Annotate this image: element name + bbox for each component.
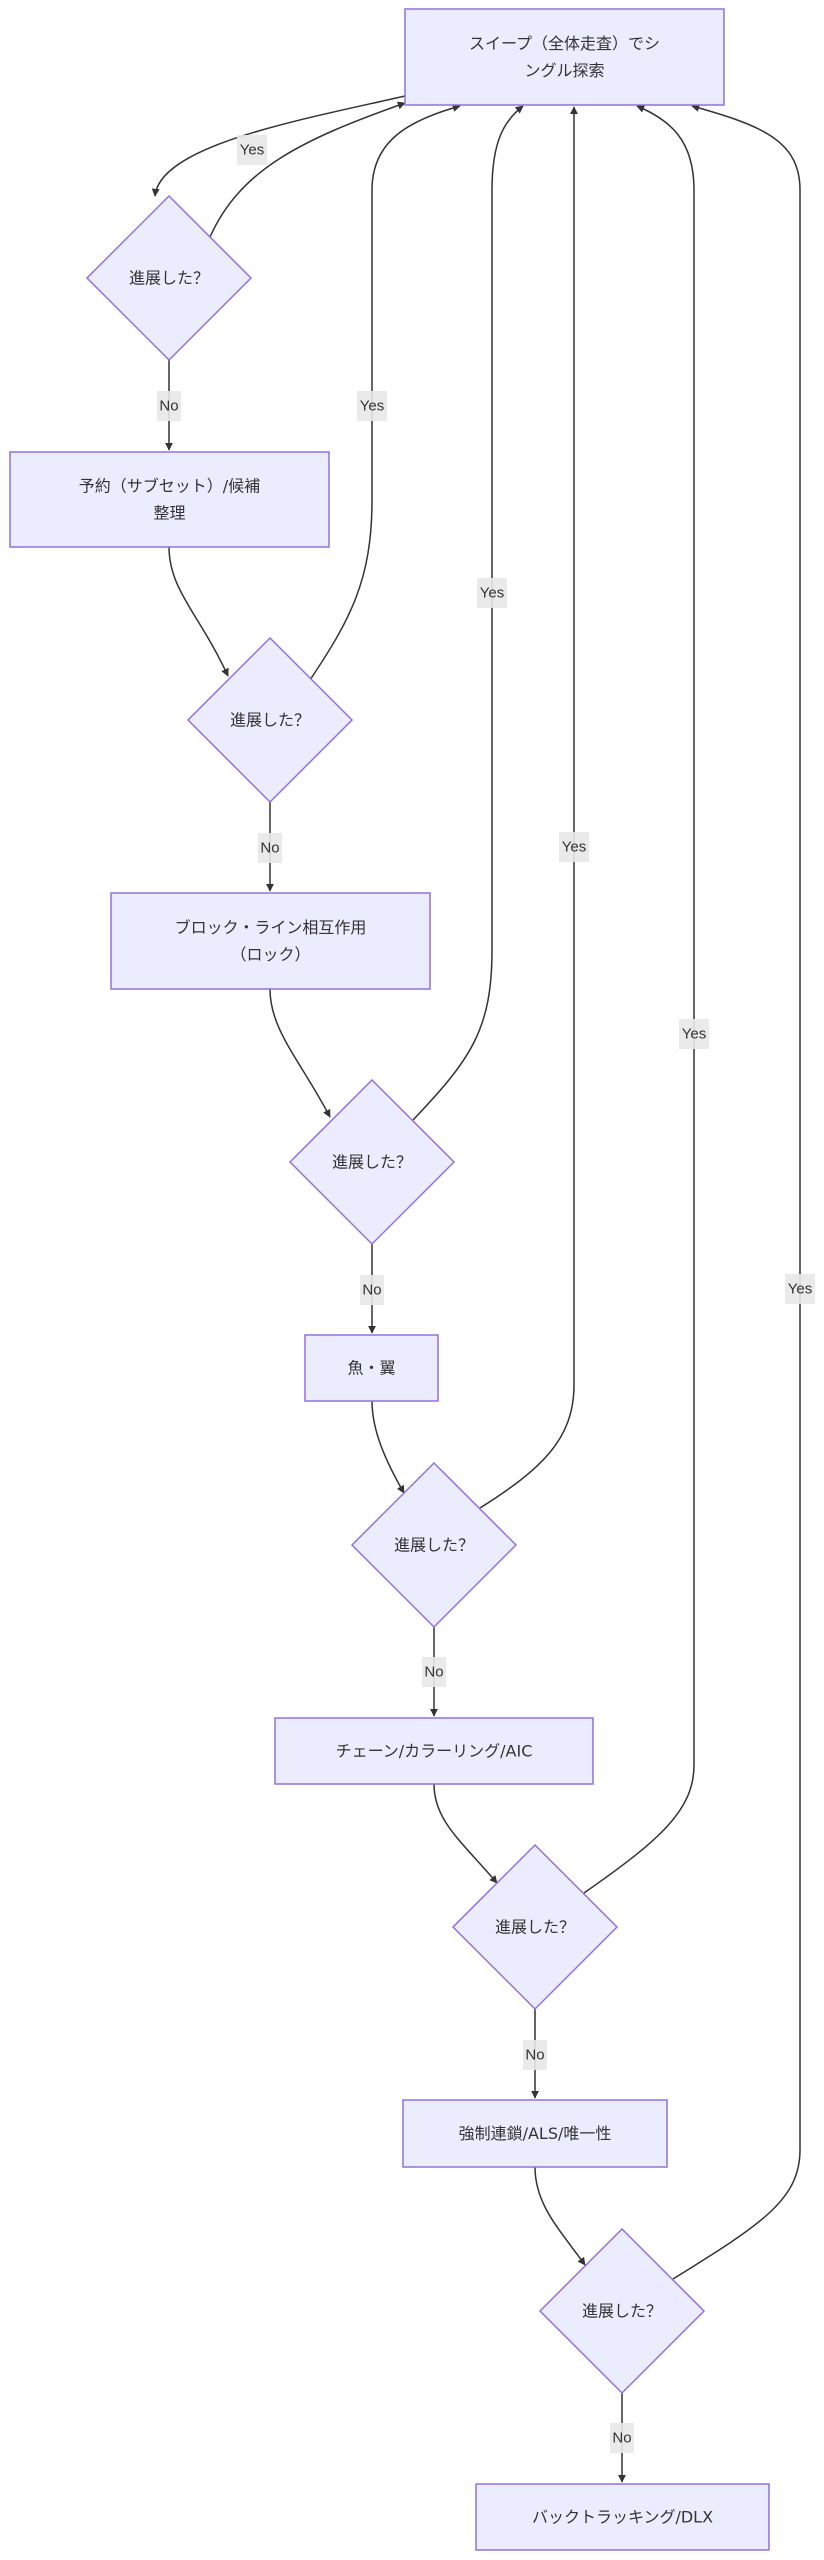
edge-label-yes: Yes	[477, 578, 507, 608]
edge-subset-to-d2	[168, 546, 229, 677]
edge-label-background	[785, 1274, 815, 1304]
edge-label-text: No	[424, 1664, 443, 1681]
edge-sweep-to-d1	[151, 95, 406, 197]
edge-d5-to-sweep	[583, 105, 695, 1894]
edge-forcing-to-d6	[534, 2166, 586, 2266]
node-label: 魚・翼	[347, 1359, 395, 1378]
edge-label-background	[237, 135, 267, 165]
edge-d4-to-sweep	[479, 106, 578, 1509]
edge-label-background	[559, 832, 589, 862]
process-box	[402, 2099, 668, 2168]
edge-label-yes: Yes	[237, 135, 267, 165]
node-label: バックトラッキング/DLX	[532, 2508, 713, 2527]
edge-label-text: Yes	[360, 398, 384, 415]
edge-label-background	[523, 2040, 547, 2070]
edge-label-text: Yes	[562, 839, 586, 856]
node-chain: チェーン/カラーリング/AIC	[274, 1717, 594, 1785]
node-label: 進展した？	[129, 269, 209, 288]
edge-label-background	[258, 833, 282, 863]
edge-label-background	[679, 1019, 709, 1049]
node-label: 予約（サブセット）/候補	[79, 477, 260, 496]
edge-label-text: Yes	[480, 585, 504, 602]
edge-lock-to-d3	[269, 988, 331, 1118]
node-label: （ロック）	[230, 945, 310, 964]
edge-label-yes: Yes	[357, 391, 387, 421]
process-box	[404, 8, 725, 106]
edge-label-background	[610, 2423, 634, 2453]
process-box	[274, 1717, 594, 1785]
edge-label-background	[360, 1275, 384, 1305]
decision-diamond	[186, 636, 354, 804]
edge-chain-to-d5	[433, 1783, 498, 1884]
node-label: チェーン/カラーリング/AIC	[336, 1742, 533, 1761]
node-label: 進展した？	[230, 711, 310, 730]
node-label: 進展した？	[332, 1153, 412, 1172]
decision-diamond	[451, 1843, 619, 2011]
edge-d1-to-sweep	[209, 101, 406, 238]
node-backtrack: バックトラッキング/DLX	[475, 2483, 770, 2551]
edge-label-text: No	[362, 1282, 381, 1299]
node-d6: 進展した？	[538, 2227, 706, 2395]
edge-label-no: No	[610, 2423, 634, 2453]
node-label: ングル探索	[524, 61, 604, 80]
edge-label-background	[357, 391, 387, 421]
node-fish: 魚・翼	[304, 1334, 439, 1402]
node-d1: 進展した？	[85, 194, 253, 362]
process-box	[304, 1334, 439, 1402]
edge-label-no: No	[523, 2040, 547, 2070]
edge-d2-to-sweep	[309, 104, 461, 681]
decision-diamond	[538, 2227, 706, 2395]
node-label: 進展した？	[394, 1536, 474, 1555]
edge-label-background	[422, 1657, 446, 1687]
node-d3: 進展した？	[288, 1078, 456, 1246]
edge-label-no: No	[360, 1275, 384, 1305]
process-box	[475, 2483, 770, 2551]
node-d5: 進展した？	[451, 1843, 619, 2011]
edge-label-text: Yes	[240, 142, 264, 159]
edge-label-text: No	[159, 398, 178, 415]
node-label: 整理	[153, 504, 185, 523]
node-label: 進展した？	[495, 1918, 575, 1937]
node-d2: 進展した？	[186, 636, 354, 804]
edge-d6-to-sweep	[672, 104, 801, 2280]
node-forcing: 強制連鎖/ALS/唯一性	[402, 2099, 668, 2168]
decision-diamond	[85, 194, 253, 362]
node-label: 強制連鎖/ALS/唯一性	[459, 2124, 612, 2143]
node-label: ブロック・ライン相互作用	[175, 918, 367, 937]
edge-label-text: No	[260, 840, 279, 857]
node-label: 進展した？	[582, 2302, 662, 2321]
decision-diamond	[350, 1461, 518, 1629]
node-d4: 進展した？	[350, 1461, 518, 1629]
edge-label-yes: Yes	[559, 832, 589, 862]
decision-diamond	[288, 1078, 456, 1246]
edge-label-no: No	[258, 833, 282, 863]
edge-label-text: Yes	[682, 1026, 706, 1043]
edge-label-text: No	[525, 2047, 544, 2064]
node-label: スイープ（全体走査）でシ	[469, 34, 660, 53]
edge-fish-to-d4	[371, 1400, 405, 1494]
node-lock: ブロック・ライン相互作用 （ロック）	[110, 892, 431, 990]
edge-label-no: No	[422, 1657, 446, 1687]
edge-label-text: No	[612, 2430, 631, 2447]
edge-label-no: No	[157, 391, 181, 421]
process-box	[110, 892, 431, 990]
edge-d3-to-sweep	[412, 105, 524, 1121]
edge-label-yes: Yes	[679, 1019, 709, 1049]
edge-label-background	[157, 391, 181, 421]
process-box	[9, 451, 330, 548]
edge-label-background	[477, 578, 507, 608]
edge-label-text: Yes	[788, 1281, 812, 1298]
edge-label-yes: Yes	[785, 1274, 815, 1304]
